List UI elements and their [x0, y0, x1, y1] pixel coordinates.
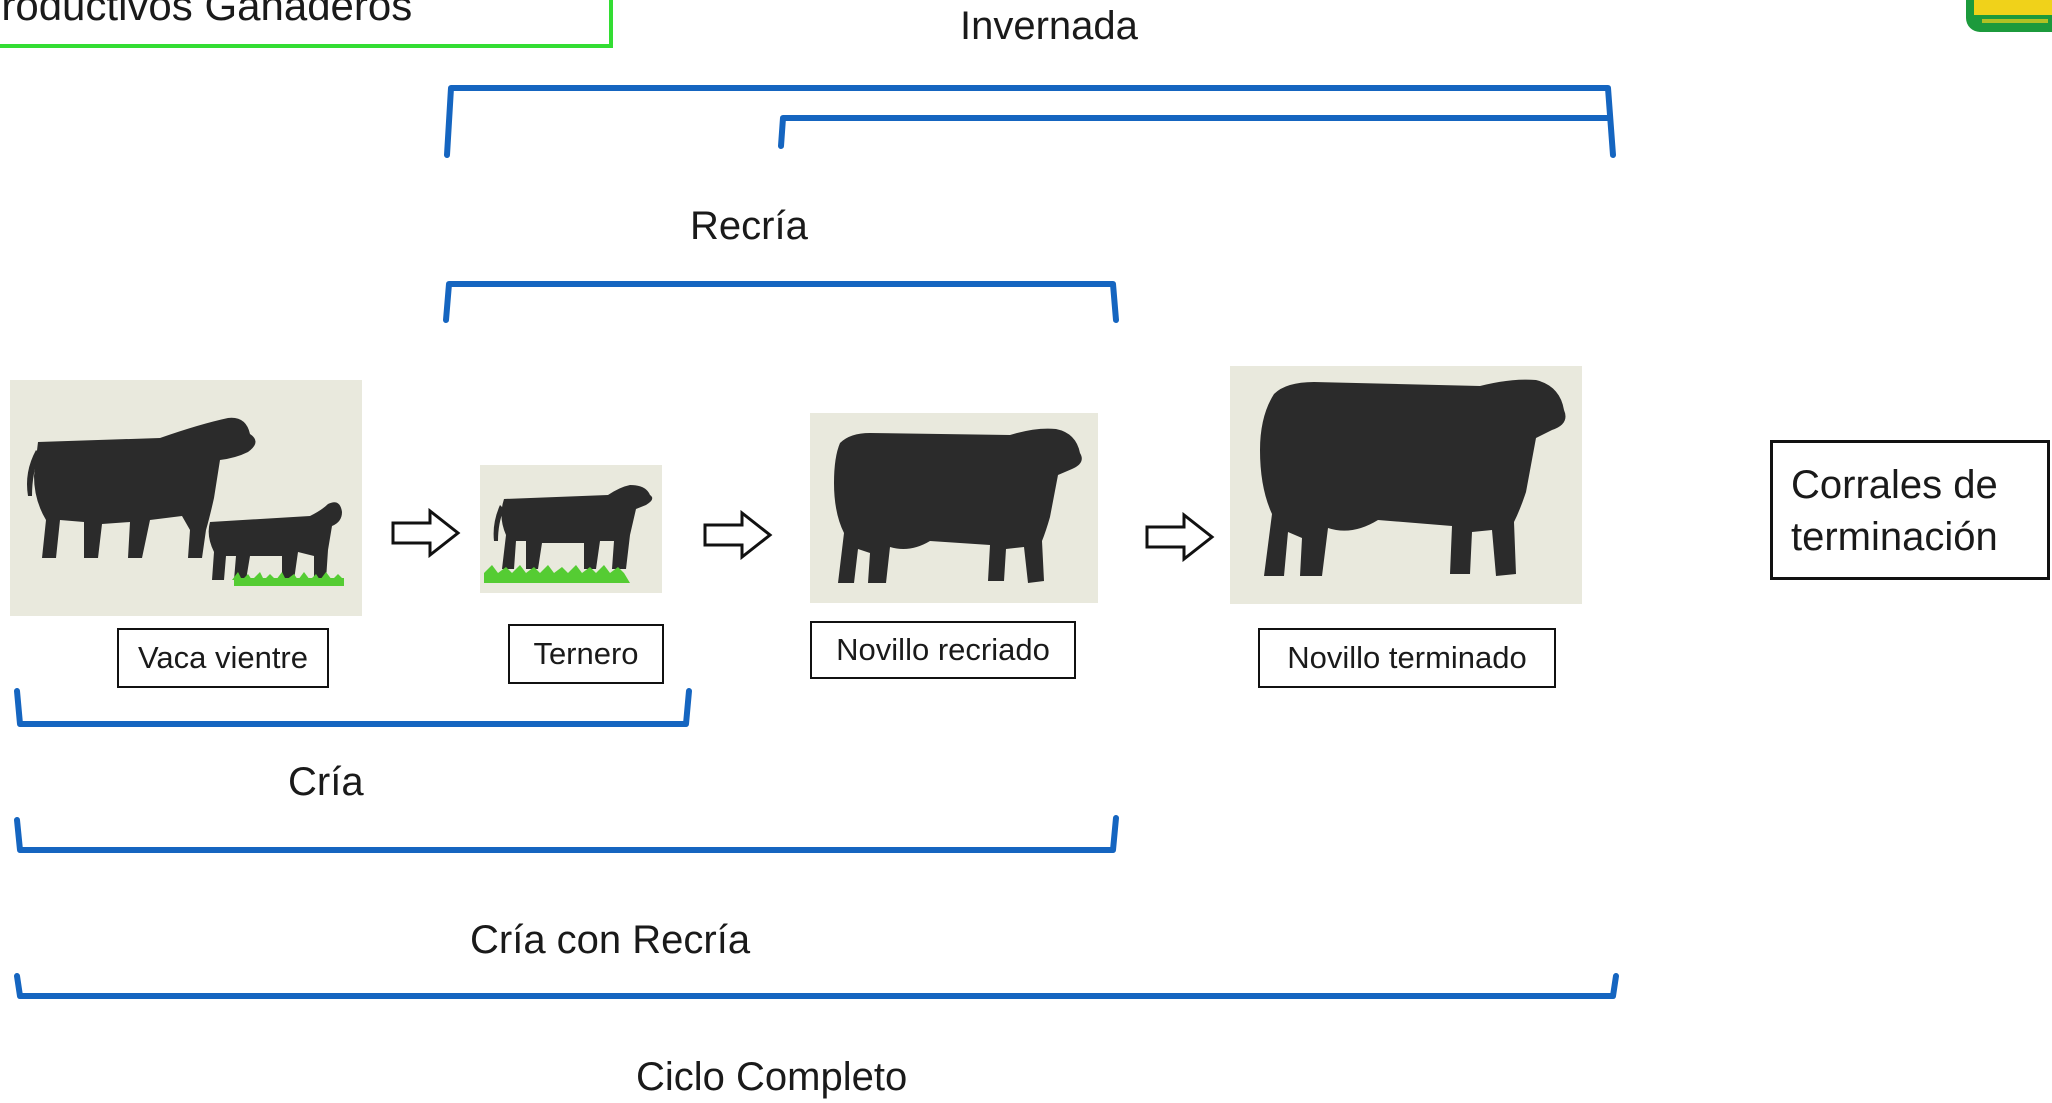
- finished-steer-icon: [1230, 366, 1582, 604]
- stage-label-recria: Recría: [690, 204, 808, 248]
- arrow-right-icon: [391, 508, 461, 558]
- stage-label-cria-con-recria: Cría con Recría: [470, 918, 751, 962]
- cria-con-recria-bracket: [14, 815, 1119, 853]
- stage-label-invernada: Invernada: [960, 4, 1138, 48]
- corrales-terminacion-box: Corrales de terminación: [1770, 440, 2050, 580]
- stage-label-cria: Cría: [288, 760, 364, 804]
- arrow-right-icon: [703, 510, 773, 560]
- invernada-bracket: [444, 85, 1616, 158]
- steer-icon: [810, 413, 1098, 603]
- arrow-right-icon: [1145, 512, 1215, 562]
- cria-bracket: [14, 688, 692, 727]
- calf-icon: [480, 465, 662, 593]
- side-box-line2: terminación: [1791, 515, 1998, 559]
- logo: [1966, 0, 2052, 32]
- caption-ternero: Ternero: [508, 624, 664, 684]
- recria-bracket: [443, 281, 1119, 323]
- invernada-inner-bracket: [778, 115, 1613, 149]
- caption-vaca-vientre: Vaca vientre: [117, 628, 329, 688]
- caption-novillo-recriado: Novillo recriado: [810, 621, 1076, 679]
- caption-novillo-terminado: Novillo terminado: [1258, 628, 1556, 688]
- title-box: productivos Ganaderos: [0, 0, 613, 48]
- cow-with-calf-icon: [10, 380, 362, 616]
- page-title: productivos Ganaderos: [0, 0, 413, 29]
- side-box-line1: Corrales de: [1791, 463, 1998, 507]
- ciclo-completo-bracket: [14, 973, 1619, 999]
- stage-label-ciclo-completo: Ciclo Completo: [636, 1055, 908, 1099]
